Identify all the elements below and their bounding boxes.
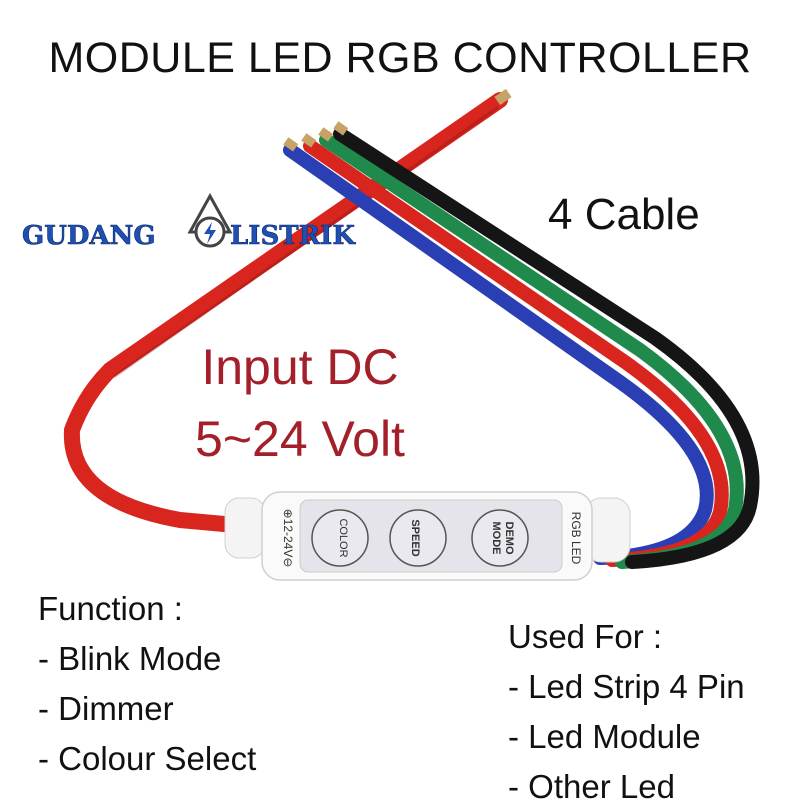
red-wire-shadow [113, 106, 499, 378]
wire-tip [333, 121, 349, 136]
list-item: - Led Strip 4 Pin [508, 668, 745, 705]
wire-tip [283, 137, 299, 152]
voltage-label: ⊕12-24V⊖ [281, 509, 295, 568]
color-label: COLOR [337, 518, 349, 557]
demo-label: DEMO [503, 522, 515, 555]
controller-module: ⊕12-24V⊖ COLOR SPEED MODE DEMO RGB LED [224, 491, 631, 581]
list-item: - Other Led [508, 768, 675, 805]
list-item: - Led Module [508, 718, 701, 755]
wire-tip [494, 88, 512, 106]
input-dc-label: Input DC [201, 339, 399, 395]
mode-label: MODE [490, 522, 502, 555]
list-item: - Blink Mode [38, 640, 222, 677]
functions-heading: Function : [38, 590, 183, 627]
red-wire-long [63, 92, 508, 536]
speed-button [389, 509, 447, 567]
speed-label: SPEED [409, 519, 421, 556]
page-title: MODULE LED RGB CONTROLLER [48, 34, 752, 82]
voltage-range-label: 5~24 Volt [195, 411, 405, 467]
rgb-led-label: RGB LED [569, 512, 583, 565]
mode-button [471, 509, 529, 567]
used-for-list: Used For : - Led Strip 4 Pin - Led Modul… [508, 612, 745, 812]
brand-logo: GUDANG LISTRIK [22, 192, 357, 251]
used-for-heading: Used For : [508, 618, 663, 655]
cable-count: 4 Cable [548, 190, 700, 239]
brand-name-left: GUDANG [22, 221, 156, 251]
wire-tip [301, 133, 317, 148]
wire-tip [318, 127, 334, 142]
color-button [311, 509, 369, 567]
brand-name-right: LISTRIK [230, 221, 356, 251]
list-item: - Colour Select [38, 740, 257, 777]
functions-list: Function : - Blink Mode - Dimmer - Colou… [38, 584, 256, 784]
list-item: - Dimmer [38, 690, 174, 727]
black-wire [333, 127, 760, 569]
